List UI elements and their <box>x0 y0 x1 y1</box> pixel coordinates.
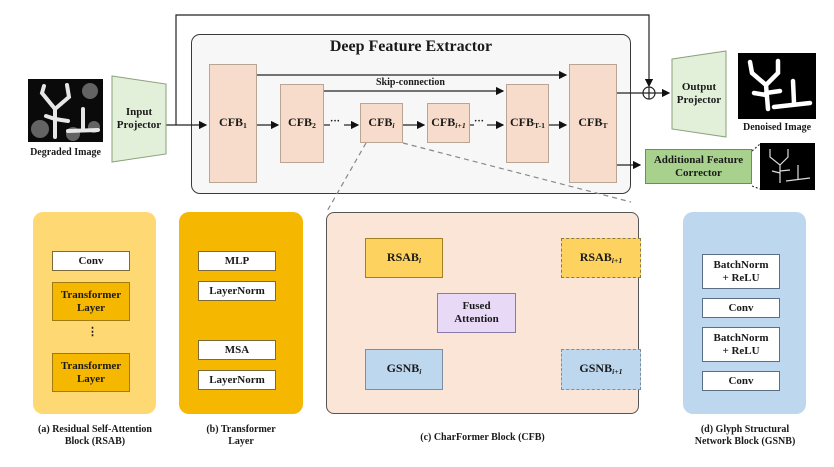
cfb-t-minus-1-label: CFBT-1 <box>510 115 545 130</box>
gsnb-caption: (d) Glyph Structural Network Block (GSNB… <box>694 424 796 447</box>
deep-feature-extractor-title: Deep Feature Extractor <box>329 38 493 55</box>
global-residual-line <box>175 14 654 125</box>
cfb-i-label: CFBi <box>368 114 395 130</box>
input-projector-label: Input Projector <box>116 106 162 131</box>
gsnb-i-block: GSNBi <box>365 349 443 390</box>
ellipsis-2: ··· <box>474 116 485 127</box>
rsab-i-plus-1-block: RSABi+1 <box>561 238 641 278</box>
cfb-detail-caption: (c) CharFormer Block (CFB) <box>420 432 545 443</box>
denoised-glyph-graphic <box>738 53 816 119</box>
cfb-block-i-plus-1[interactable]: CFBi+1 <box>427 103 470 143</box>
cfb-block-t-minus-1[interactable]: CFBT-1 <box>506 84 549 163</box>
zoom-line-left <box>325 142 367 214</box>
denoised-image <box>738 53 816 119</box>
denoised-image-label: Denoised Image <box>742 122 812 133</box>
ellipsis-1: ··· <box>330 116 341 127</box>
gsnb-conv-1: Conv <box>702 298 780 318</box>
rsab-transformer-layer-1: Transformer Layer <box>52 282 130 321</box>
cfb-block-t[interactable]: CFBT <box>569 64 617 183</box>
cfb-block-1[interactable]: CFB1 <box>209 64 257 183</box>
cfb-2-label: CFB2 <box>288 115 316 130</box>
degraded-image-label: Degraded Image <box>30 147 101 158</box>
cfb-block-2[interactable]: CFB2 <box>280 84 324 163</box>
cfb-block-i[interactable]: CFBi <box>360 103 403 143</box>
corrector-output-image <box>760 143 815 190</box>
cfb-i-plus-1-label: CFBi+1 <box>431 114 466 130</box>
output-projector-label: Output Projector <box>676 81 722 106</box>
skeleton-glyph-graphic <box>760 143 815 190</box>
gsnb-i-plus-1-block: GSNBi+1 <box>561 349 641 390</box>
output-projector: Output Projector <box>671 50 727 138</box>
degraded-glyph-graphic <box>28 79 103 142</box>
cfb-t-label: CFBT <box>578 115 608 130</box>
transformer-mlp: MLP <box>198 251 276 271</box>
output-projector-shape <box>671 50 727 138</box>
rsab-caption: (a) Residual Self-Attention Block (RSAB) <box>38 424 152 447</box>
gsnb-bn-relu-1: BatchNorm + ReLU <box>702 254 780 289</box>
rsab-conv: Conv <box>52 251 130 271</box>
rsab-vdots: ⋮ <box>87 326 98 338</box>
cfb-1-label: CFB1 <box>219 115 247 130</box>
input-projector: Input Projector <box>111 75 167 163</box>
gsnb-conv-2: Conv <box>702 371 780 391</box>
rsab-transformer-layer-2: Transformer Layer <box>52 353 130 392</box>
transformer-msa: MSA <box>198 340 276 360</box>
skip-connection-label: Skip-connection <box>376 77 445 88</box>
rsab-i-block: RSABi <box>365 238 443 278</box>
transformer-layernorm-2: LayerNorm <box>198 370 276 390</box>
degraded-image <box>28 79 103 142</box>
gsnb-bn-relu-2: BatchNorm + ReLU <box>702 327 780 362</box>
transformer-layernorm-1: LayerNorm <box>198 281 276 301</box>
deep-feature-extractor-panel <box>191 34 631 194</box>
transformer-caption: (b) Transformer Layer <box>206 424 276 447</box>
additional-feature-corrector: Additional Feature Corrector <box>645 149 752 184</box>
zoom-line-right <box>402 142 632 203</box>
fused-attention-block: Fused Attention <box>437 293 516 333</box>
input-projector-shape <box>111 75 167 163</box>
